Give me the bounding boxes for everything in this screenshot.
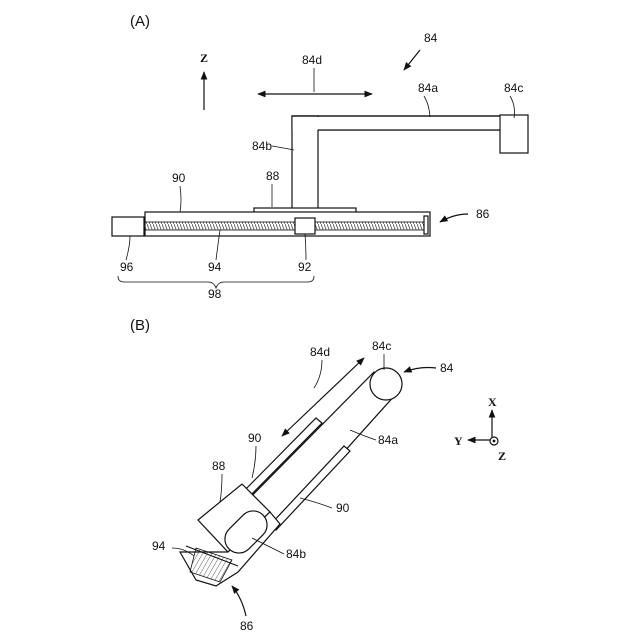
ref-86-b: 86 [240,619,254,633]
panel-a: (A) Z 84d 84 84a 84c 84b 88 [112,13,528,301]
ref-84a-b: 84a [378,433,398,447]
ref-84d: 84d [302,53,322,67]
ref-86: 86 [476,207,490,221]
end-block-84c [500,115,528,153]
ref-84b: 84b [252,139,272,153]
ref-96: 96 [120,260,134,274]
z-axis-label: Z [200,51,208,65]
ref-98: 98 [208,287,222,301]
ref-84: 84 [424,31,438,45]
panel-a-label: (A) [130,13,150,30]
panel-b-axes: X Y Z [454,395,506,463]
ref-84c-b: 84c [372,339,391,353]
ref-84c: 84c [504,81,523,95]
nut-92 [295,218,315,234]
ref-94-b: 94 [152,539,166,553]
ref-92: 92 [298,260,312,274]
ref-88-b: 88 [212,459,226,473]
y-axis-label: Y [454,434,463,448]
ref-84d-b: 84d [310,345,330,359]
panel-b: (B) 84d 84c 84 84a 90 [130,317,506,633]
ball-screw-94 [143,222,425,230]
ref-90: 90 [172,171,186,185]
ref-84-b: 84 [440,361,454,375]
ref-84b-b: 84b [286,547,306,561]
end-plate [424,216,428,234]
x-axis-label: X [488,395,497,409]
ref-84a: 84a [418,81,438,95]
ref-90-right: 90 [336,501,350,515]
ref-90-top: 90 [248,431,262,445]
panel-a-z-axis: Z [200,51,208,110]
panel-b-label: (B) [130,317,150,334]
z-axis-label-b: Z [498,449,506,463]
column-84b [292,116,318,220]
motor-96 [112,217,144,236]
end-cap-84c [370,368,402,400]
ref-94: 94 [208,260,222,274]
ref-88: 88 [266,169,280,183]
